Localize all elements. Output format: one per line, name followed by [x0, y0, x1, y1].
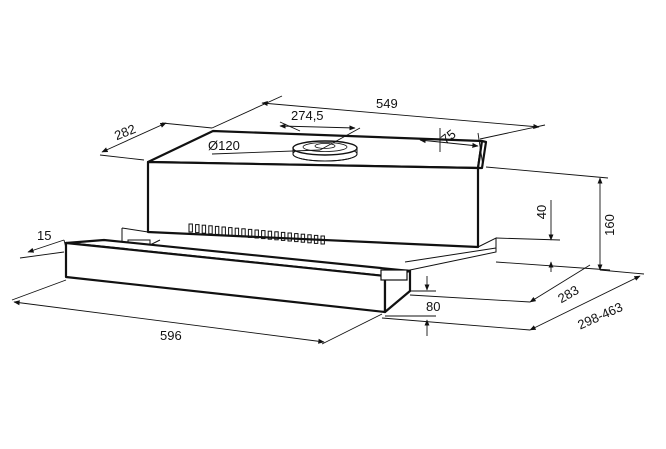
vent-slot — [234, 227, 240, 237]
dim-15: 15 — [37, 228, 51, 243]
dim-outlet-diameter: Ø120 — [208, 138, 240, 153]
vent-slot — [307, 234, 312, 244]
dimension-lines — [11, 95, 645, 345]
vent-slot — [228, 227, 233, 237]
dim-274-5: 274,5 — [291, 108, 324, 123]
vent-slot — [274, 231, 279, 241]
vent-slot — [247, 228, 253, 238]
hood-body — [121, 129, 497, 249]
dim-549: 549 — [376, 96, 398, 111]
vent-slot — [221, 226, 226, 236]
vent-slots — [188, 223, 325, 245]
slider-rail — [404, 247, 497, 263]
vent-slot — [195, 224, 200, 234]
outlet-collar — [292, 140, 358, 162]
body-front-face — [146, 160, 480, 249]
slider-handle — [380, 269, 408, 281]
vent-slot — [208, 225, 213, 235]
vent-slot — [280, 231, 286, 241]
vent-slot — [201, 224, 207, 234]
dim-80: 80 — [426, 299, 440, 314]
body-shelf-right — [477, 237, 497, 248]
dim-596: 596 — [160, 328, 182, 343]
vent-slot — [241, 228, 246, 238]
dim-160: 160 — [602, 214, 617, 236]
dim-283: 283 — [555, 282, 581, 306]
dim-282: 282 — [112, 121, 138, 143]
vent-slot — [300, 233, 306, 243]
vent-slot — [254, 229, 259, 239]
vent-slot — [214, 225, 220, 235]
vent-slot — [261, 230, 266, 240]
dim-40: 40 — [534, 205, 549, 219]
body-shelf-left — [121, 227, 149, 233]
vent-slot — [320, 235, 325, 245]
front-panel — [64, 238, 412, 314]
vent-slot — [267, 230, 273, 240]
vent-slot — [294, 233, 299, 243]
vent-slot — [287, 232, 292, 242]
vent-slot — [313, 234, 319, 244]
vent-slot — [188, 223, 193, 233]
